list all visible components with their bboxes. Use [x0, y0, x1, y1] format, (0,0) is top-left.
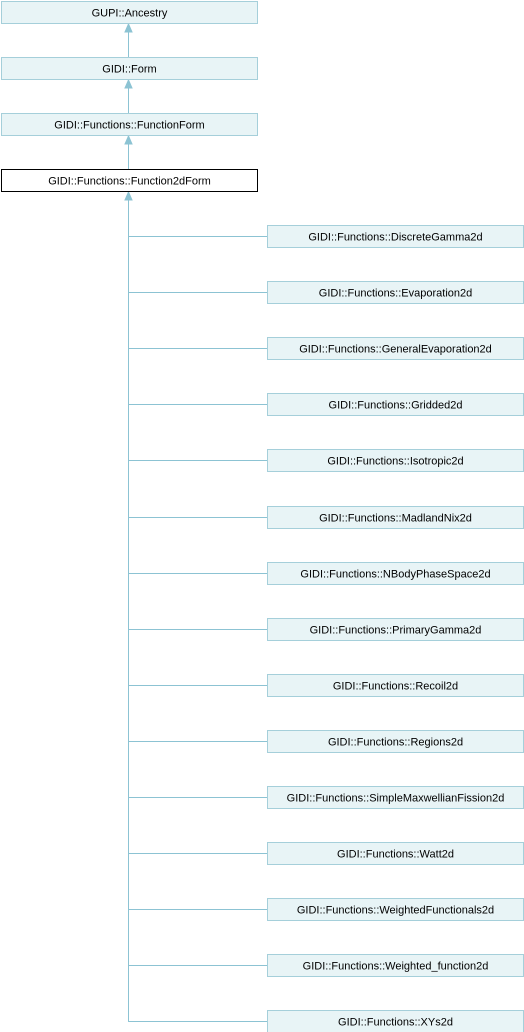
class-node-gidi-functions-recoil2d[interactable]: GIDI::Functions::Recoil2d: [267, 674, 524, 697]
class-node-gidi-functions-discretegamma2d[interactable]: GIDI::Functions::DiscreteGamma2d: [267, 225, 524, 248]
class-label: GIDI::Functions::DiscreteGamma2d: [308, 232, 482, 244]
class-node-gidi-functions-nbodyphasespace2d[interactable]: GIDI::Functions::NBodyPhaseSpace2d: [267, 562, 524, 585]
class-label: GIDI::Functions::PrimaryGamma2d: [310, 625, 482, 637]
class-node-gidi-functions-xys2d[interactable]: GIDI::Functions::XYs2d: [267, 1010, 524, 1032]
class-label: GUPI::Ancestry: [92, 8, 168, 20]
class-label: GIDI::Functions::Gridded2d: [329, 400, 463, 412]
class-node-gidi-functions-function2dform: GIDI::Functions::Function2dForm: [1, 169, 258, 192]
class-label: GIDI::Functions::Watt2d: [337, 849, 454, 861]
class-label: GIDI::Functions::NBodyPhaseSpace2d: [300, 569, 490, 581]
class-node-gidi-functions-watt2d[interactable]: GIDI::Functions::Watt2d: [267, 842, 524, 865]
class-node-gupi-ancestry[interactable]: GUPI::Ancestry: [1, 1, 258, 24]
class-box: [1, 169, 258, 192]
class-node-gidi-form[interactable]: GIDI::Form: [1, 57, 258, 80]
class-label: GIDI::Functions::Isotropic2d: [327, 456, 463, 468]
class-node-gidi-functions-weighted-function2d[interactable]: GIDI::Functions::Weighted_function2d: [267, 954, 524, 977]
class-node-gidi-functions-weightedfunctionals2d[interactable]: GIDI::Functions::WeightedFunctionals2d: [267, 898, 524, 921]
class-node-gidi-functions-evaporation2d[interactable]: GIDI::Functions::Evaporation2d: [267, 281, 524, 304]
class-node-gidi-functions-regions2d[interactable]: GIDI::Functions::Regions2d: [267, 730, 524, 753]
class-node-gidi-functions-madlandnix2d[interactable]: GIDI::Functions::MadlandNix2d: [267, 506, 524, 529]
inheritance-arrow: [124, 134, 133, 145]
class-label: GIDI::Functions::Regions2d: [328, 737, 463, 749]
class-box: [1, 1, 258, 24]
class-label: GIDI::Functions::XYs2d: [338, 1017, 453, 1029]
class-label: GIDI::Functions::GeneralEvaporation2d: [299, 344, 492, 356]
class-node-gidi-functions-functionform[interactable]: GIDI::Functions::FunctionForm: [1, 113, 258, 136]
class-box: [1, 57, 258, 80]
class-label: GIDI::Form: [102, 64, 156, 76]
class-label: GIDI::Functions::SimpleMaxwellianFission…: [287, 793, 505, 805]
class-node-gidi-functions-gridded2d[interactable]: GIDI::Functions::Gridded2d: [267, 393, 524, 416]
inheritance-arrow: [124, 190, 133, 201]
inheritance-arrow: [124, 78, 133, 89]
class-box: [1, 113, 258, 136]
class-label: GIDI::Functions::MadlandNix2d: [319, 513, 472, 525]
class-label: GIDI::Functions::FunctionForm: [54, 120, 204, 132]
class-label: GIDI::Functions::Recoil2d: [333, 681, 458, 693]
class-label: GIDI::Functions::Function2dForm: [48, 176, 211, 188]
class-node-gidi-functions-isotropic2d[interactable]: GIDI::Functions::Isotropic2d: [267, 449, 524, 472]
inheritance-edges: [124, 22, 267, 1022]
class-label: GIDI::Functions::Weighted_function2d: [303, 961, 489, 973]
class-node-gidi-functions-simplemaxwellianfission2d[interactable]: GIDI::Functions::SimpleMaxwellianFission…: [267, 786, 524, 809]
class-node-gidi-functions-primarygamma2d[interactable]: GIDI::Functions::PrimaryGamma2d: [267, 618, 524, 641]
inheritance-arrow: [124, 22, 133, 33]
class-label: GIDI::Functions::Evaporation2d: [319, 288, 472, 300]
class-label: GIDI::Functions::WeightedFunctionals2d: [297, 905, 494, 917]
class-node-gidi-functions-generalevaporation2d[interactable]: GIDI::Functions::GeneralEvaporation2d: [267, 337, 524, 360]
